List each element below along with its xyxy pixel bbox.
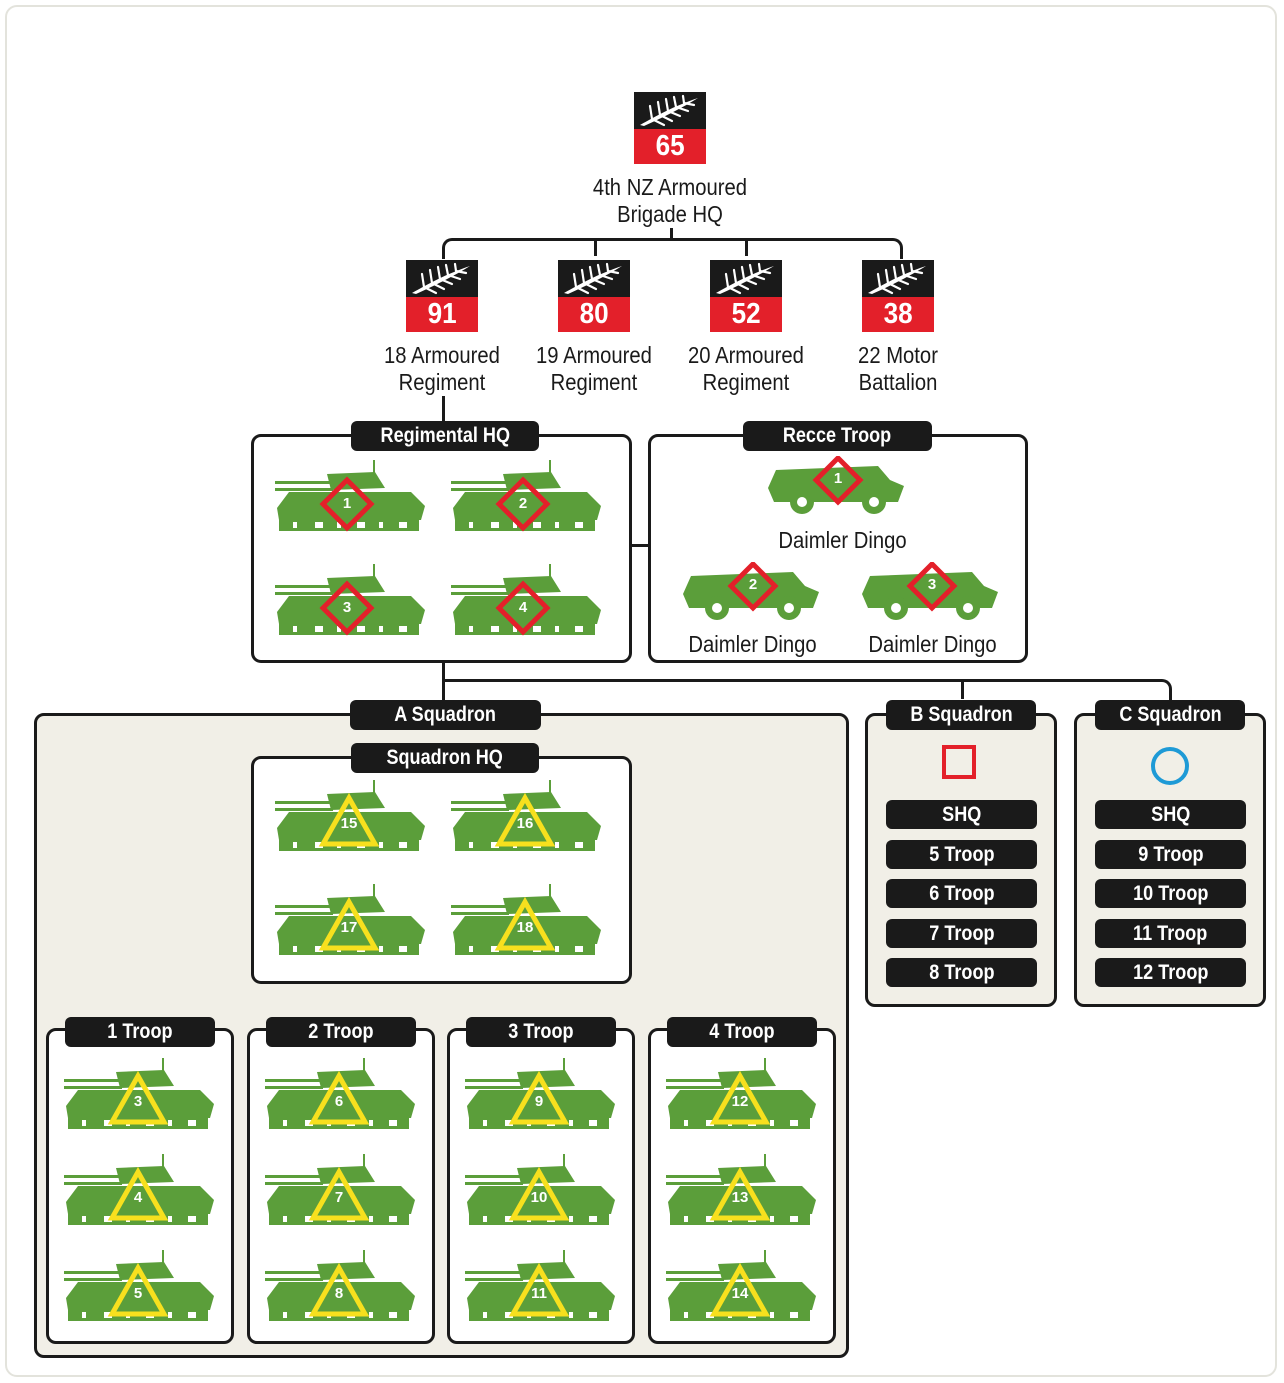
tank-icon: 8 — [265, 1248, 417, 1330]
tank-number: 3 — [133, 1093, 143, 1110]
badge-number: 38 — [883, 298, 913, 330]
unit-badge: 65 — [634, 92, 706, 164]
tank-number: 16 — [516, 815, 534, 832]
tank-icon: 7 — [265, 1152, 417, 1234]
tank-icon: 6 — [265, 1056, 417, 1138]
vehicle-label: Daimler Dingo — [868, 631, 997, 657]
squadron-list-item: 12 Troop — [1095, 958, 1246, 987]
fern-icon — [558, 260, 630, 297]
tank-number: 17 — [340, 919, 358, 936]
tank-icon: 9 — [465, 1056, 617, 1138]
tank-icon: 10 — [465, 1152, 617, 1234]
tank-number: 11 — [531, 1285, 547, 1302]
tank-number: 10 — [530, 1189, 548, 1206]
connector — [442, 238, 903, 259]
squadron-list-item: 7 Troop — [886, 918, 1037, 948]
squadron-list-item: 10 Troop — [1095, 879, 1246, 908]
connector — [670, 228, 673, 240]
tank-number: 8 — [334, 1285, 344, 1302]
tank-icon: 17 — [275, 882, 427, 964]
tank-number: 1 — [342, 495, 352, 512]
squadron-list-item: 11 Troop — [1095, 918, 1246, 948]
squadron-list-item: 9 Troop — [1095, 839, 1246, 869]
tank-icon: 3 — [275, 562, 427, 644]
squadron-list-item: 8 Troop — [886, 958, 1037, 987]
a-squadron-title: A Squadron — [350, 700, 541, 730]
connector — [745, 238, 748, 256]
regimental-hq-title: Regimental HQ — [351, 421, 539, 451]
circle-symbol — [1151, 747, 1189, 785]
armoured-car-icon: 3 — [860, 562, 1000, 624]
tank-icon: 18 — [451, 882, 603, 964]
tank-icon: 3 — [64, 1056, 216, 1138]
tank-icon: 5 — [64, 1248, 216, 1330]
tank-number: 4 — [518, 599, 528, 616]
tank-number: 2 — [518, 495, 528, 512]
troop-title: 1 Troop — [65, 1017, 215, 1047]
tank-number: 13 — [731, 1189, 749, 1206]
tank-icon: 1 — [275, 458, 427, 540]
squadron-hq-title: Squadron HQ — [351, 743, 539, 773]
connector — [961, 679, 964, 699]
connector — [442, 679, 1172, 702]
tank-number: 12 — [731, 1093, 749, 1110]
fern-icon — [710, 260, 782, 297]
unit-badge: 91 — [406, 260, 478, 332]
tank-number: 14 — [731, 1285, 749, 1302]
troop-title: 3 Troop — [466, 1017, 616, 1047]
tank-icon: 4 — [451, 562, 603, 644]
armoured-car-icon: 1 — [766, 456, 906, 518]
fern-icon — [862, 260, 934, 297]
vehicle-label: Daimler Dingo — [688, 631, 817, 657]
fern-icon — [634, 92, 706, 129]
car-number: 2 — [748, 576, 758, 593]
squadron-list-item: SHQ — [886, 800, 1037, 829]
unit-badge: 38 — [862, 260, 934, 332]
unit-badge: 80 — [558, 260, 630, 332]
tank-icon: 4 — [64, 1152, 216, 1234]
badge-number: 65 — [655, 130, 685, 162]
recce-troop-title: Recce Troop — [743, 421, 932, 451]
squadron-list-item: 5 Troop — [886, 839, 1037, 869]
squadron-list-item: SHQ — [1095, 800, 1246, 829]
tank-number: 7 — [334, 1189, 344, 1206]
troop-title: 4 Troop — [667, 1017, 817, 1047]
car-number: 3 — [927, 576, 937, 593]
unit-badge: 52 — [710, 260, 782, 332]
tank-icon: 14 — [666, 1248, 818, 1330]
tank-icon: 11 — [465, 1248, 617, 1330]
tank-icon: 12 — [666, 1056, 818, 1138]
tank-number: 4 — [133, 1189, 143, 1206]
connector — [442, 396, 445, 422]
tank-number: 6 — [334, 1093, 344, 1110]
car-number: 1 — [833, 470, 843, 487]
tank-icon: 13 — [666, 1152, 818, 1234]
badge-number: 80 — [579, 298, 609, 330]
tank-number: 9 — [534, 1093, 544, 1110]
vehicle-label: Daimler Dingo — [778, 527, 907, 553]
badge-number: 91 — [427, 298, 457, 330]
connector — [630, 544, 650, 547]
square-symbol — [942, 745, 976, 779]
tank-number: 5 — [133, 1285, 143, 1302]
badge-number: 52 — [731, 298, 761, 330]
tank-icon: 2 — [451, 458, 603, 540]
tank-icon: 15 — [275, 778, 427, 860]
b-squadron-title: B Squadron — [886, 700, 1036, 730]
c-squadron-title: C Squadron — [1095, 700, 1245, 730]
tank-number: 18 — [516, 919, 534, 936]
squadron-list-item: 6 Troop — [886, 879, 1037, 908]
tank-number: 15 — [340, 815, 358, 832]
tank-number: 3 — [342, 599, 352, 616]
tank-icon: 16 — [451, 778, 603, 860]
troop-title: 2 Troop — [266, 1017, 416, 1047]
fern-icon — [406, 260, 478, 297]
armoured-car-icon: 2 — [681, 562, 821, 624]
connector — [594, 238, 597, 256]
